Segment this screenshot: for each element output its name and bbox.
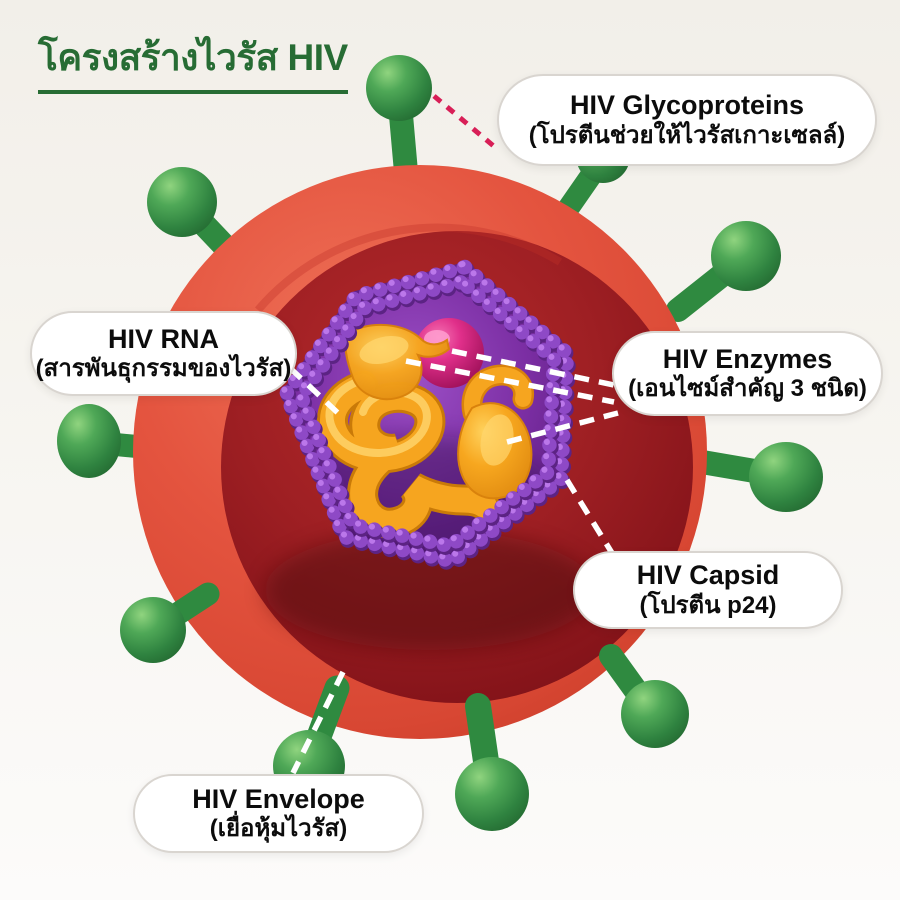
label-enzymes-en: HIV Enzymes [662, 343, 833, 374]
connector-rna [288, 365, 340, 416]
enzyme-protease-blob [457, 364, 535, 500]
label-rna: HIV RNA (สารพันธุกรรมของไวรัส) [30, 311, 297, 396]
capsid-bead-wall [278, 259, 577, 572]
connector-capsid [564, 478, 615, 555]
connector-enzyme-1 [451, 348, 615, 388]
connector-lines [288, 94, 619, 775]
label-capsid-th: (โปรตีน p24) [639, 591, 777, 619]
connector-enzyme-3 [506, 410, 619, 445]
label-envelope: HIV Envelope (เยื่อหุ้มไวรัส) [133, 774, 424, 853]
connector-enzyme-2 [405, 358, 615, 405]
label-glycoproteins: HIV Glycoproteins (โปรตีนช่วยให้ไวรัสเกา… [497, 74, 877, 166]
label-capsid-en: HIV Capsid [636, 560, 780, 591]
page-title: โครงสร้างไวรัส HIV [38, 28, 348, 94]
label-capsid: HIV Capsid (โปรตีน p24) [573, 551, 843, 629]
capsid-shadow [265, 530, 595, 650]
connector-envelope [290, 670, 346, 775]
connector-glycoproteins [432, 94, 498, 150]
label-enzymes: HIV Enzymes (เอนไซม์สำคัญ 3 ชนิด) [612, 331, 883, 416]
label-rna-en: HIV RNA [107, 323, 219, 354]
label-rna-th: (สารพันธุกรรมของไวรัส) [35, 355, 292, 383]
rna-head-blob [344, 323, 451, 401]
capsid-hexagon [278, 259, 577, 572]
label-envelope-en: HIV Envelope [192, 783, 365, 814]
label-envelope-th: (เยื่อหุ้มไวรัส) [209, 815, 348, 843]
label-enzymes-th: (เอนไซม์สำคัญ 3 ชนิด) [628, 375, 867, 403]
glycoprotein-spikes-front [120, 582, 689, 831]
label-glycoproteins-en: HIV Glycoproteins [569, 90, 805, 121]
label-glycoproteins-th: (โปรตีนช่วยให้ไวรัสเกาะเซลล์) [528, 121, 846, 149]
